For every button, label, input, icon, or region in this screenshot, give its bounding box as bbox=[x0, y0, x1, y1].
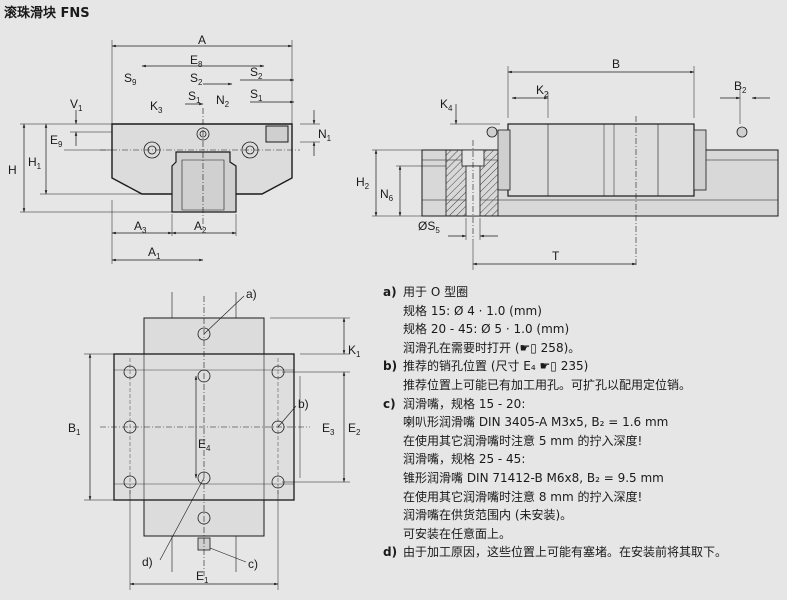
dim-A2: A2 bbox=[194, 219, 207, 235]
note-c-5: 锥形润滑嘴 DIN 71412-B M6x8, B₂ = 9.5 mm bbox=[403, 470, 664, 485]
note-c-4: 润滑嘴，规格 25 - 45: bbox=[403, 452, 526, 467]
lube-fitting-right bbox=[736, 126, 748, 138]
note-c-6: 在使用其它润滑嘴时注意 8 mm 的拧入深度! bbox=[403, 489, 643, 504]
dim-E8: E8 bbox=[190, 53, 203, 69]
dim-B: B bbox=[612, 57, 620, 71]
side-view bbox=[372, 66, 779, 270]
dim-V1: V1 bbox=[70, 97, 83, 113]
note-b-2: 推荐位置上可能已有加工用孔。可扩孔以配用定位销。 bbox=[403, 377, 692, 392]
notes-panel: a)用于 O 型圈 规格 15: Ø 4 · 1.0 (mm) 规格 20 - … bbox=[383, 283, 783, 562]
top-view-labels: a) b) c) d) K1 B1 E3 E2 E4 E1 bbox=[68, 287, 361, 585]
dim-N1: N1 bbox=[318, 127, 332, 143]
note-b-1: b)推荐的销孔位置 (尺寸 E₄ ☛▯ 235) bbox=[383, 359, 589, 374]
dim-H: H bbox=[8, 163, 17, 177]
side-view-labels: B K2 B2 K4 H2 N6 ØS5 T bbox=[356, 57, 747, 263]
callout-b: b) bbox=[298, 397, 309, 411]
dim-T: T bbox=[552, 249, 560, 263]
dim-K2: K2 bbox=[536, 83, 549, 99]
dim-E4: E4 bbox=[198, 437, 211, 453]
dim-E9: E9 bbox=[50, 133, 63, 149]
dim-E1: E1 bbox=[196, 569, 209, 585]
dim-E3: E3 bbox=[322, 421, 335, 437]
carriage-side bbox=[507, 123, 695, 197]
lube-fitting-front bbox=[265, 125, 289, 143]
note-c-2: 喇叭形润滑嘴 DIN 3405-A M3x5, B₂ = 1.6 mm bbox=[403, 415, 669, 430]
dim-E2: E2 bbox=[348, 421, 361, 437]
front-view-labels: A E8 S9 S2 S2 S1 N2 S1 V1 K3 E9 N1 H H1 … bbox=[8, 33, 332, 261]
dim-H1: H1 bbox=[28, 155, 42, 171]
note-a-1: a)用于 O 型圈 bbox=[383, 285, 469, 299]
note-d-1: d)由于加工原因，这些位置上可能有塞堵。在安装前将其取下。 bbox=[383, 545, 728, 560]
dim-B1: B1 bbox=[68, 421, 81, 437]
dim-A1: A1 bbox=[148, 245, 161, 261]
dim-K3: K3 bbox=[150, 99, 163, 115]
callout-d: d) bbox=[142, 555, 153, 569]
dim-S2-left: S2 bbox=[190, 71, 203, 87]
dim-S2-right: S2 bbox=[250, 65, 263, 81]
dim-S9: S9 bbox=[124, 71, 137, 87]
callout-a: a) bbox=[246, 287, 257, 301]
rail-front bbox=[171, 151, 237, 213]
callout-c: c) bbox=[248, 557, 258, 571]
note-c-3: 在使用其它润滑嘴时注意 5 mm 的拧入深度! bbox=[403, 433, 643, 448]
note-a-3: 规格 20 - 45: Ø 5 · 1.0 (mm) bbox=[403, 322, 570, 337]
dim-K1: K1 bbox=[348, 343, 361, 359]
dim-S1-left: S1 bbox=[188, 89, 201, 105]
dim-K4: K4 bbox=[440, 97, 453, 113]
dim-S5: ØS5 bbox=[418, 219, 440, 235]
front-view bbox=[20, 40, 320, 264]
top-view bbox=[84, 292, 350, 590]
dim-A: A bbox=[198, 33, 206, 47]
note-c-1: c)润滑嘴，规格 15 - 20: bbox=[383, 396, 526, 411]
note-a-2: 规格 15: Ø 4 · 1.0 (mm) bbox=[403, 303, 542, 318]
dim-B2: B2 bbox=[734, 79, 747, 95]
dim-N2: N2 bbox=[216, 93, 230, 109]
note-c-7: 润滑嘴在供货范围内 (未安装)。 bbox=[403, 508, 573, 523]
page-title: 滚珠滑块 FNS bbox=[4, 6, 90, 21]
note-a-4: 润滑孔在需要时打开 (☛▯ 258)。 bbox=[403, 340, 581, 355]
lube-fitting-left bbox=[486, 126, 498, 138]
dim-A3: A3 bbox=[134, 219, 147, 235]
dim-N6: N6 bbox=[380, 187, 394, 203]
dim-S1-right: S1 bbox=[250, 87, 263, 103]
note-c-8: 可安装在任意面上。 bbox=[403, 526, 512, 541]
dim-H2: H2 bbox=[356, 175, 370, 191]
